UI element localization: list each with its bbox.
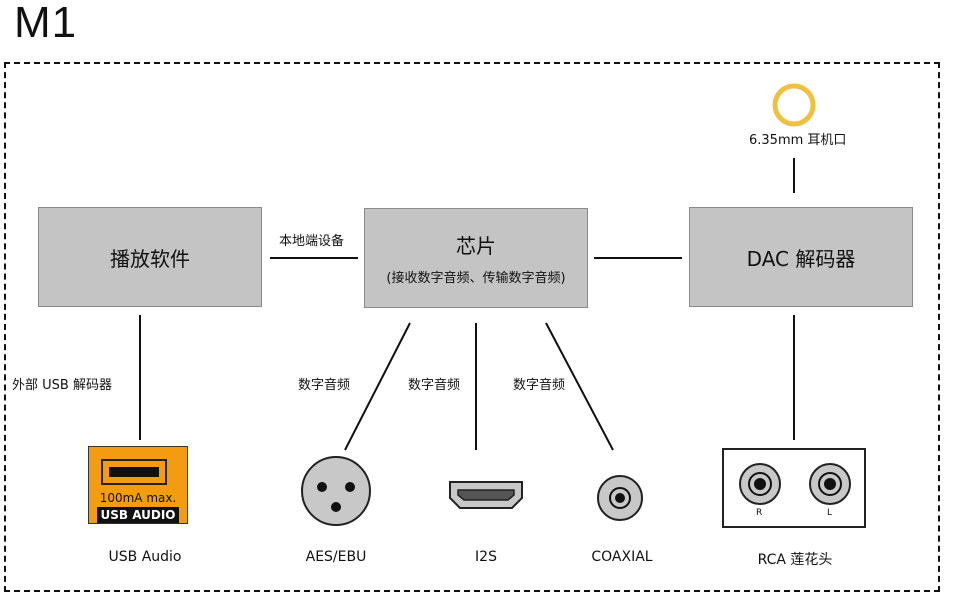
headphone-jack-label: 6.35mm 耳机口 <box>749 133 847 148</box>
rca-left-label: L <box>827 508 833 518</box>
rca-left-jack-icon <box>809 463 851 505</box>
rca-right-label: R <box>756 508 763 518</box>
dac-box: DAC 解码器 <box>689 207 913 307</box>
page-title: M1 <box>14 0 78 47</box>
coaxial-caption: COAXIAL <box>591 549 653 565</box>
digital-audio-label-aes: 数字音频 <box>298 378 351 393</box>
headphone-jack-icon <box>772 83 816 127</box>
coaxial-connector-icon <box>597 475 643 521</box>
hdmi-port-icon <box>449 481 523 509</box>
rca-connector-icon: R L <box>722 448 866 528</box>
rca-caption: RCA 莲花头 <box>757 552 833 568</box>
digital-audio-label-coaxial: 数字音频 <box>513 378 566 393</box>
external-usb-label: 外部 USB 解码器 <box>12 378 112 393</box>
chip-box: 芯片 (接收数字音频、传输数字音频) <box>364 208 588 308</box>
rca-right-jack-icon <box>739 463 781 505</box>
xlr-connector-icon <box>301 456 371 526</box>
i2s-caption: I2S <box>475 549 497 565</box>
chip-sublabel: (接收数字音频、传输数字音频) <box>386 271 566 286</box>
digital-audio-label-i2s: 数字音频 <box>408 378 461 393</box>
usb-audio-badge: USB AUDIO <box>97 507 179 523</box>
aes-ebu-caption: AES/EBU <box>305 549 367 565</box>
local-device-label: 本地端设备 <box>279 234 345 249</box>
usb-port-icon: 100mA max. USB AUDIO <box>88 446 188 524</box>
device-boundary <box>4 62 940 592</box>
playback-software-label: 播放软件 <box>110 246 190 271</box>
usb-audio-caption: USB Audio <box>108 549 182 565</box>
playback-software-box: 播放软件 <box>38 207 262 307</box>
chip-label: 芯片 <box>456 234 496 258</box>
dac-label: DAC 解码器 <box>746 246 856 271</box>
usb-max-current-label: 100mA max. <box>99 491 177 505</box>
